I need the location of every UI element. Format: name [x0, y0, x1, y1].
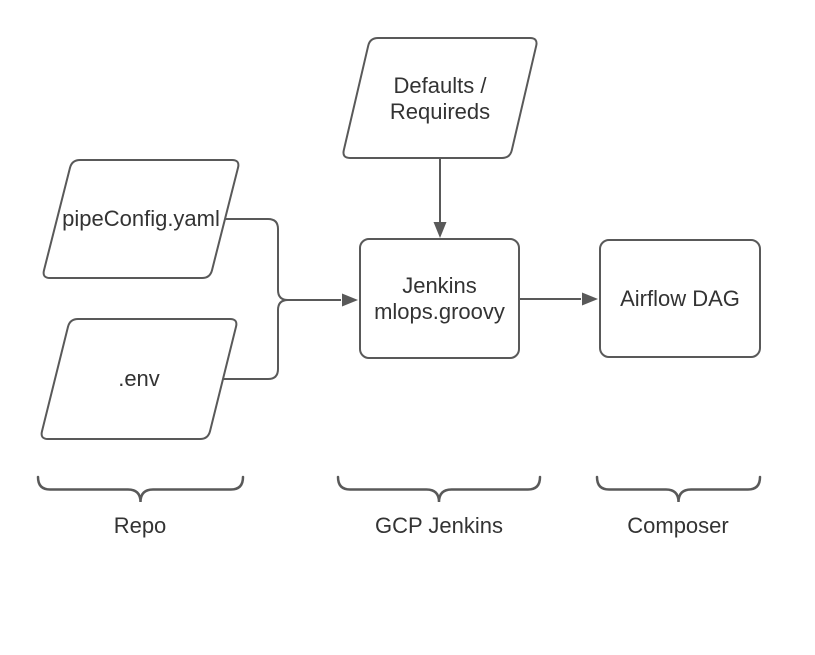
gcp-jenkins-brace-icon — [336, 475, 542, 503]
arrowhead-right-into-airflow-icon — [582, 292, 598, 306]
airflow-rectangle — [599, 239, 761, 358]
group-label-repo: Repo — [113, 513, 167, 538]
edge-jenkins-to-airflow — [519, 292, 598, 306]
env-parallelogram — [40, 318, 238, 440]
jenkins-rectangle — [359, 238, 520, 359]
edge-defaults-to-jenkins — [433, 158, 447, 238]
edge-pipeconfig-to-jenkins — [225, 218, 341, 301]
group-label-gcp-jenkins: GCP Jenkins — [375, 513, 503, 538]
group-label-composer: Composer — [627, 513, 729, 538]
arrowhead-right-into-jenkins-icon — [342, 293, 358, 307]
repo-brace-icon — [36, 475, 245, 503]
edge-env-to-jenkins — [223, 299, 341, 380]
pipeconfig-parallelogram — [42, 159, 240, 279]
composer-brace-icon — [595, 475, 762, 503]
arrowhead-down-icon — [433, 222, 447, 238]
defaults-parallelogram — [342, 37, 538, 159]
